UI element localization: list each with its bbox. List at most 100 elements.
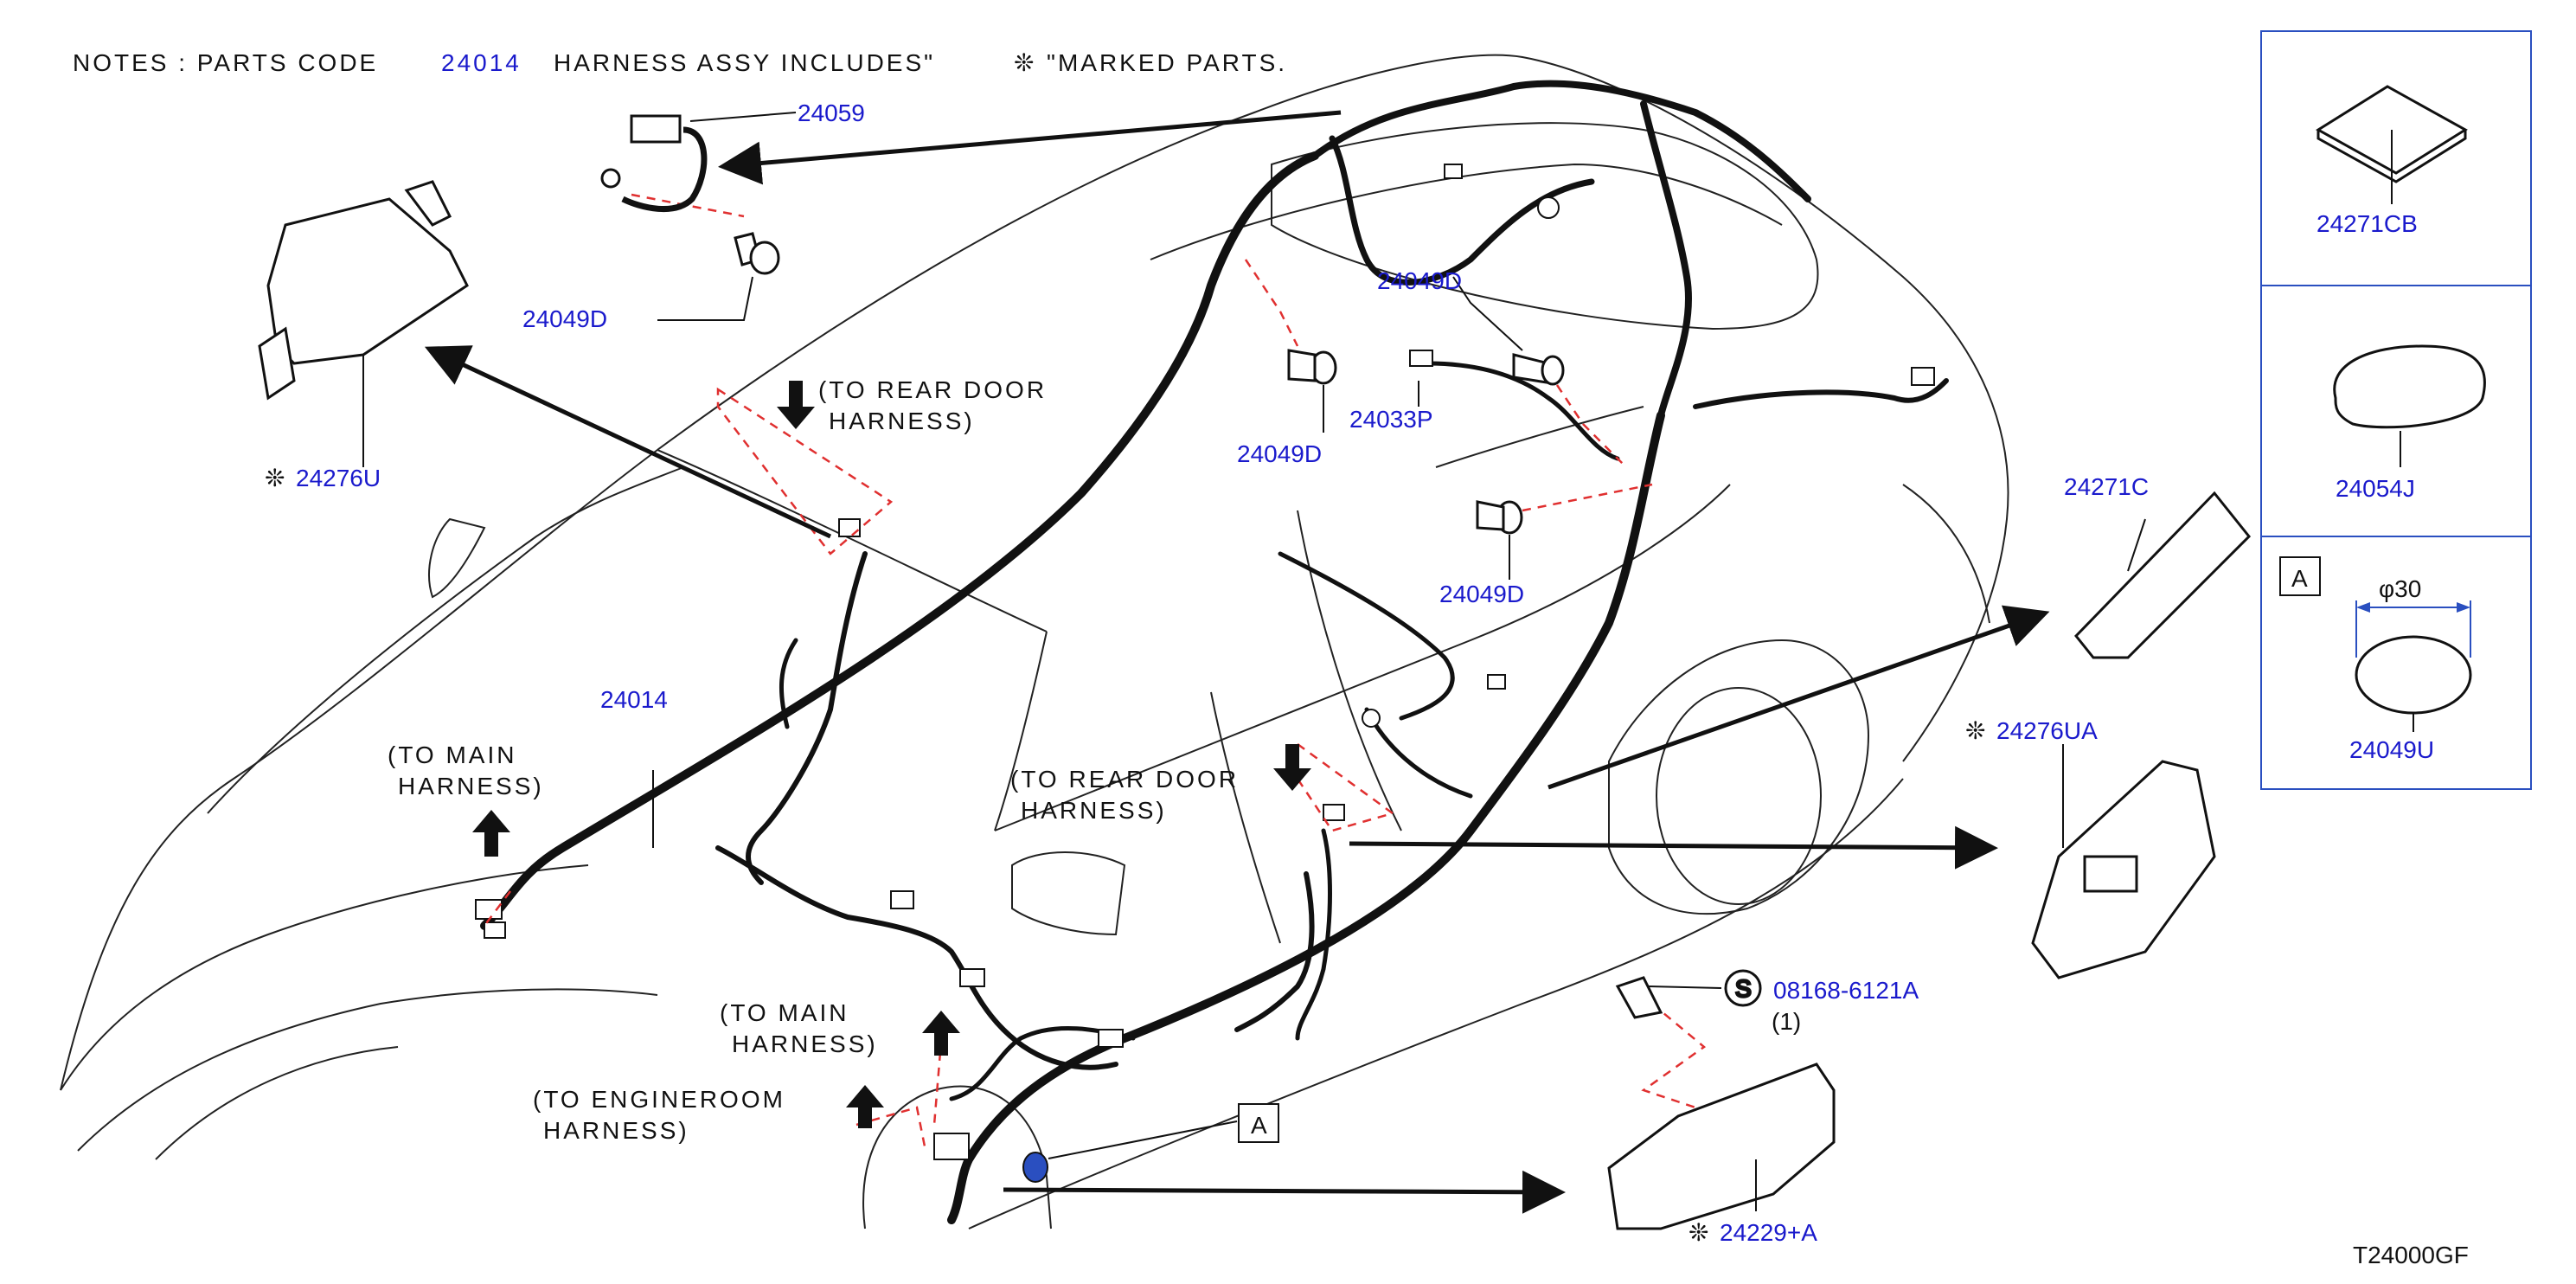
dest-rear-door-2-line1: (TO REAR DOOR: [1010, 766, 1239, 793]
dest-rear-door-2-line2: HARNESS): [1021, 797, 1167, 824]
harness-roof-rear: [1311, 80, 1811, 202]
connector-main-2: [484, 921, 506, 939]
tab-24276U-icon: [258, 326, 296, 401]
notes-mark-icon: ❊: [1014, 49, 1036, 76]
part-24049D-a: [657, 232, 780, 321]
dest-engineroom-line2: HARNESS): [543, 1117, 689, 1144]
label-24049D-c: 24049D: [1237, 440, 1322, 467]
notes-prefix: NOTES : PARTS CODE: [73, 49, 378, 76]
notes-middle: HARNESS ASSY INCLUDES": [554, 49, 935, 76]
grommet-roof: [1537, 196, 1560, 219]
bolt-ground-icon: [630, 114, 682, 144]
rear-wheel: [1656, 687, 1822, 905]
pointer-arrows: [424, 110, 2050, 1214]
dest-engineroom-line1: (TO ENGINEROOM: [533, 1086, 785, 1113]
up-arrow-main-2-icon: [922, 1011, 960, 1056]
connector-rear: [1911, 367, 1935, 386]
direction-arrows: [472, 381, 1311, 1128]
roof-silhouette: [60, 54, 2009, 1091]
harness-connectors: [475, 164, 1935, 1160]
callout-A-text: A: [1251, 1112, 1267, 1139]
part-24271C: [2074, 491, 2252, 659]
sidebar-ref-A-text: A: [2291, 565, 2308, 592]
label-24049D-d: 24049D: [1439, 581, 1524, 607]
mark-24276U-icon: ❊: [265, 465, 285, 491]
notes-header: NOTES : PARTS CODE 24014 HARNESS ASSY IN…: [73, 49, 1287, 76]
connector-dash-2: [959, 968, 985, 987]
main-harness: [480, 80, 1949, 1224]
a-pillar: [994, 631, 1048, 831]
label-24271C: 24271C: [2064, 473, 2149, 500]
notes-code: 24014: [441, 49, 522, 76]
notes-suffix: "MARKED PARTS.: [1047, 49, 1287, 76]
rocker-line: [968, 778, 1904, 1229]
part-24059: [600, 112, 797, 213]
label-24229: 24229+A: [1720, 1219, 1817, 1246]
grille-line: [155, 1046, 399, 1160]
label-24033P: 24033P: [1349, 406, 1433, 433]
sidebar-item-24054J: 24054J: [2333, 344, 2486, 502]
ground-strap-icon: [621, 126, 708, 213]
arrow-to-24059: [718, 110, 1342, 185]
connector-engineroom: [933, 1133, 970, 1160]
mark-24276UA-icon: ❊: [1965, 717, 1985, 744]
marker-24049U: [1022, 1152, 1048, 1183]
sidebar-label-24054J: 24054J: [2336, 475, 2415, 502]
part-24049D-d: [1476, 500, 1523, 580]
leader-line-24049D-c: [1452, 276, 1523, 351]
leader-rear-door-1: [716, 387, 894, 555]
dest-main-1-line1: (TO MAIN: [388, 742, 516, 768]
leader-24049D-b: [1244, 259, 1299, 347]
label-08168: 08168-6121A: [1773, 977, 1919, 1004]
plug-24049U-icon: [2355, 635, 2472, 715]
pad-edge-24271CB-icon: [2316, 130, 2467, 183]
tape-24271C-icon: [2074, 491, 2252, 659]
leader-line-24049D-a: [657, 276, 753, 321]
dest-main-2-line1: (TO MAIN: [720, 999, 849, 1026]
up-arrow-engineroom-icon: [846, 1085, 884, 1128]
down-arrow-rear-door-2-icon: [1273, 744, 1311, 791]
roof-ribbon-front: [1150, 163, 1783, 260]
dim-arrow-left-icon: [2356, 602, 2370, 613]
part-24276UA: [2031, 744, 2216, 979]
sidebar-dimension: φ30: [2379, 575, 2421, 602]
leader-24059: [631, 193, 745, 218]
callout-A-box: [1238, 1103, 1279, 1143]
s-symbol-text: S: [1735, 975, 1752, 1002]
harness-a-pillar-drop: [746, 551, 868, 885]
front-fascia-lower: [77, 988, 658, 1152]
part-08168: S: [1615, 969, 1762, 1019]
hood-line: [207, 466, 684, 814]
b-pillar: [1297, 510, 1402, 831]
tail-line: [1902, 484, 1990, 624]
label-24059: 24059: [798, 100, 865, 126]
sidebar-ref-A-box: [2279, 556, 2321, 596]
sidebar-item-24271CB: 24271CB: [2316, 85, 2468, 237]
module-24229-icon: [1607, 1063, 1836, 1230]
screw-08168-icon: [1615, 976, 1663, 1019]
door-seam: [1210, 691, 1281, 944]
connector-kick: [1098, 1029, 1124, 1048]
part-24229: [1607, 1063, 1836, 1230]
part-labels: 24059 24049D ❊ 24276U 24049D 24049D 2403…: [265, 100, 2149, 1246]
harness-a-pillar-stub: [779, 638, 798, 729]
harness-roof-loop: [1329, 135, 1595, 286]
bolt-shaft-24049D-b-icon: [1287, 349, 1317, 382]
up-arrow-main-1-icon: [472, 810, 510, 857]
dest-main-2-line2: HARNESS): [732, 1030, 878, 1057]
grommet-quarter: [1362, 709, 1381, 728]
harness-b-pillar: [1234, 871, 1315, 1032]
connector-rear-door-1: [838, 518, 861, 537]
leader-08168: [1641, 1003, 1707, 1109]
connector-24033P: [1409, 350, 1433, 367]
sidebar-label-24049U: 24049U: [2349, 736, 2434, 763]
label-24276U: 24276U: [296, 465, 381, 491]
leader-line-callout-A: [1048, 1120, 1238, 1159]
label-24014: 24014: [600, 686, 668, 713]
dim-arrow-right-icon: [2457, 602, 2470, 613]
bolt-shaft-24049D-d-icon: [1476, 500, 1505, 531]
down-arrow-rear-door-1-icon: [777, 381, 815, 429]
sidebar-label-24271CB: 24271CB: [2316, 210, 2418, 237]
arrow-to-24271C: [1548, 605, 2050, 790]
harness-rocker: [947, 411, 1665, 1224]
